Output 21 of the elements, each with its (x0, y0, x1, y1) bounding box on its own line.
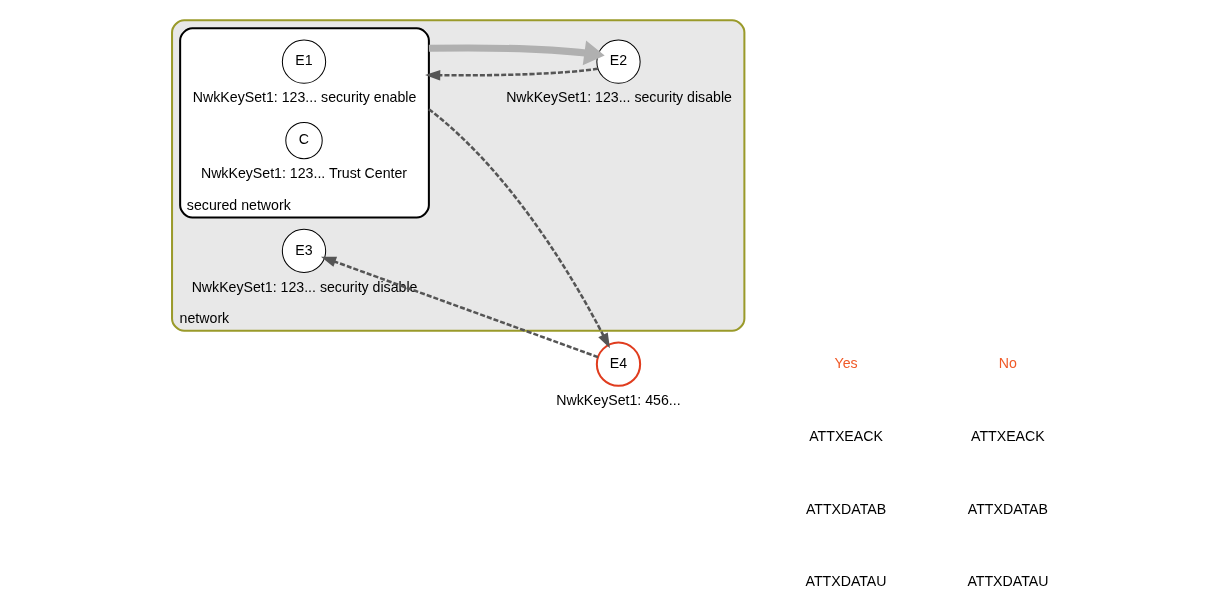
arrow (428, 40, 605, 66)
legend-label: Yes (834, 354, 858, 371)
node-label: NwkKeySet1: 456... (555, 391, 681, 408)
node-label: NwkKeySet1: 123... security enable (192, 89, 416, 106)
node-circle: E1 (281, 39, 326, 84)
label: ATTXEACK (970, 427, 1045, 444)
node-circle: E3 (281, 228, 326, 273)
node-circle: C (284, 121, 323, 160)
arrow (424, 67, 598, 81)
node-circle: E2 (595, 39, 641, 84)
label: ATTXEACK (808, 427, 883, 444)
node-label: NwkKeySet1: 123... Trust Center (200, 165, 407, 182)
arrow (427, 108, 610, 349)
label: ATTXDATAU (805, 573, 887, 590)
legend-label: No (998, 354, 1017, 371)
label: ATTXDATAB (805, 500, 886, 517)
arrow (320, 256, 598, 359)
label: ATTXDATAU (966, 573, 1048, 590)
node-circle: E4 (595, 341, 641, 387)
node-label: NwkKeySet1: 123... security disable (505, 89, 732, 106)
label: ATTXDATAB (967, 500, 1048, 517)
